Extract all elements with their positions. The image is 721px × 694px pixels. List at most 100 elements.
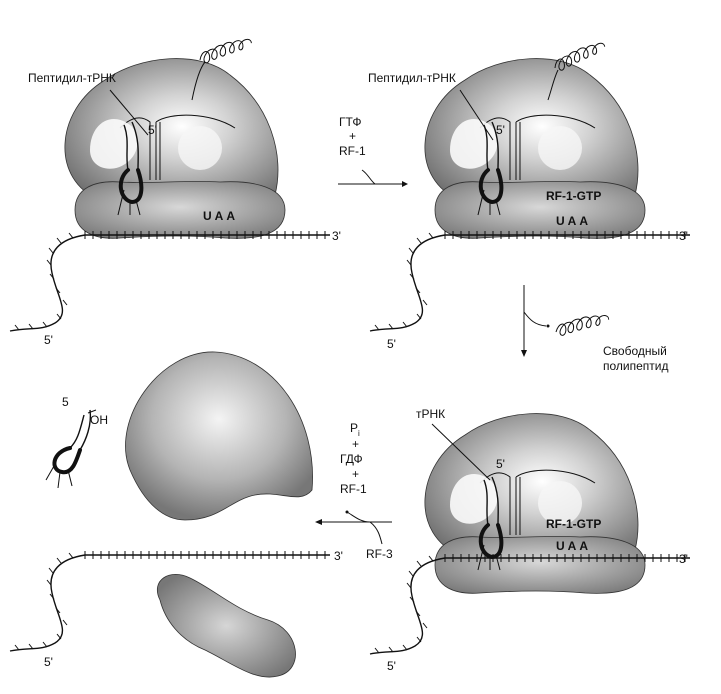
mrna-ticks-1 bbox=[14, 231, 326, 331]
mrna-tail-tick bbox=[408, 247, 414, 254]
step3-pi: Pi bbox=[350, 421, 360, 438]
label-3prime-mrna-3: 3' bbox=[679, 552, 688, 566]
step3-rf3-link bbox=[369, 521, 383, 545]
pointer-peptidyl-1 bbox=[109, 89, 149, 136]
mrna-tail-tick bbox=[14, 644, 20, 651]
label-5prime-mrna-4: 5' bbox=[44, 655, 53, 669]
mrna-tail-tick bbox=[428, 232, 434, 239]
mrna-tail-tick bbox=[416, 237, 422, 244]
step2-dot bbox=[546, 324, 550, 328]
mrna-tail-tick bbox=[28, 643, 34, 650]
mrna-tail-tick bbox=[49, 593, 55, 600]
label-5prime-mrna-3: 5' bbox=[387, 659, 396, 673]
pointer-peptidyl-2 bbox=[459, 89, 494, 141]
panel-dissociated: 5 OH 3' 5' bbox=[9, 351, 343, 678]
peptide-link-1 bbox=[191, 61, 206, 101]
mrna-tail-tick bbox=[55, 287, 61, 294]
mrna-tail-tick bbox=[48, 567, 54, 574]
panel-rf1-bound: Пептидил-тРНК 5' RF-1-GTP UAA 3' 5' bbox=[368, 39, 691, 351]
mrna-tail-tick bbox=[415, 287, 421, 294]
step1-rf1: RF-1 bbox=[339, 144, 366, 158]
panel-after-hydrolysis: тРНК 5' RF-1-GTP UAA 3' 5' bbox=[369, 407, 691, 673]
codon-1: UAA bbox=[203, 209, 238, 223]
step2-arrowhead bbox=[521, 350, 527, 357]
step-1-annotation: ГТФ + RF-1 bbox=[338, 115, 408, 187]
mrna-tail-tick bbox=[374, 324, 380, 331]
mrna-tail-tick bbox=[68, 232, 74, 239]
mrna-tail-tick bbox=[422, 299, 428, 306]
rf1-gtp-2: RF-1-GTP bbox=[546, 189, 601, 203]
mrna-tail-tick bbox=[42, 321, 48, 328]
mrna-ticks-3 bbox=[374, 554, 686, 654]
step3-plus-1: + bbox=[352, 437, 359, 451]
step3-outgoing bbox=[346, 511, 371, 523]
mrna-tail-tick bbox=[56, 633, 62, 640]
peptide-chain-1 bbox=[197, 36, 254, 65]
step3-plus-2: + bbox=[352, 467, 359, 481]
ribosome-2 bbox=[424, 58, 646, 239]
mrna-tail-tick bbox=[62, 619, 68, 626]
mrna-ticks-2 bbox=[374, 231, 686, 331]
label-3prime-mrna-1: 3' bbox=[332, 229, 341, 243]
label-5prime-trna-3: 5' bbox=[496, 457, 505, 471]
free-trna bbox=[45, 409, 97, 489]
step1-plus: + bbox=[349, 129, 356, 143]
mrna-tail-tick bbox=[14, 324, 20, 331]
label-5prime-mrna-1: 5' bbox=[44, 333, 53, 347]
step3-rf3: RF-3 bbox=[366, 547, 393, 561]
mrna-tail-tick bbox=[422, 622, 428, 629]
codon-2: UAA bbox=[556, 214, 591, 228]
mrna-tail-tick bbox=[402, 321, 408, 328]
label-5prime-mrna-2: 5' bbox=[387, 337, 396, 351]
pointer-trna-3 bbox=[431, 423, 491, 481]
peptide-link-2 bbox=[547, 69, 559, 101]
mrna-tail-tick bbox=[428, 555, 434, 562]
mrna-tail-tick bbox=[415, 610, 421, 617]
label-5prime-trna-1: 5' bbox=[148, 123, 157, 137]
rf1-gtp-3: RF-1-GTP bbox=[546, 517, 601, 531]
step1-arrowhead bbox=[402, 181, 408, 187]
mrna-tail-tick bbox=[409, 596, 415, 603]
mrna-tail-tick bbox=[416, 636, 422, 643]
step3-arrowhead bbox=[315, 519, 322, 525]
label-3prime-mrna-2: 3' bbox=[679, 229, 688, 243]
mrna-2 bbox=[369, 234, 691, 332]
label-free-polypeptide-2: полипептид bbox=[603, 359, 668, 373]
mrna-tail-tick bbox=[56, 557, 62, 564]
label-free-polypeptide-1: Свободный bbox=[603, 344, 667, 358]
step-2-annotation: Свободный полипептид bbox=[521, 285, 668, 373]
ribosome-1 bbox=[64, 58, 286, 239]
mrna-tail-tick bbox=[62, 299, 68, 306]
label-peptidyl-trna-1: Пептидил-тРНК bbox=[28, 71, 116, 85]
mrna-tail-tick bbox=[409, 273, 415, 280]
step-3-annotation: Pi + ГДФ + RF-1 RF-3 bbox=[315, 421, 393, 561]
mrna-tail-tick bbox=[46, 579, 52, 586]
label-oh: OH bbox=[90, 413, 108, 427]
step3-gdp: ГДФ bbox=[340, 452, 363, 466]
mrna-tail-tick bbox=[416, 313, 422, 320]
mrna-tail-tick bbox=[406, 582, 412, 589]
step1-incoming bbox=[361, 169, 376, 185]
mrna-tail-tick bbox=[68, 552, 74, 559]
step2-outgoing bbox=[523, 311, 547, 327]
mrna-1 bbox=[9, 234, 331, 332]
mrna-tail-tick bbox=[28, 323, 34, 330]
mrna-tail-tick bbox=[388, 646, 394, 653]
free-polypeptide-coil bbox=[553, 312, 611, 337]
ribosome-3 bbox=[424, 413, 646, 594]
mrna-ticks-4 bbox=[14, 551, 326, 651]
codon-3: UAA bbox=[556, 539, 591, 553]
mrna-tail-tick bbox=[406, 259, 412, 266]
mrna-tail-tick bbox=[408, 570, 414, 577]
label-5-free-trna: 5 bbox=[62, 395, 69, 409]
mrna-tail-tick bbox=[49, 273, 55, 280]
small-subunit-free bbox=[157, 574, 296, 678]
mrna-tail-tick bbox=[42, 641, 48, 648]
label-5prime-trna-2: 5' bbox=[496, 123, 505, 137]
step3-rf1: RF-1 bbox=[340, 482, 367, 496]
label-3prime-mrna-4: 3' bbox=[334, 549, 343, 563]
mrna-tail-tick bbox=[56, 237, 62, 244]
mrna-tail-tick bbox=[55, 607, 61, 614]
